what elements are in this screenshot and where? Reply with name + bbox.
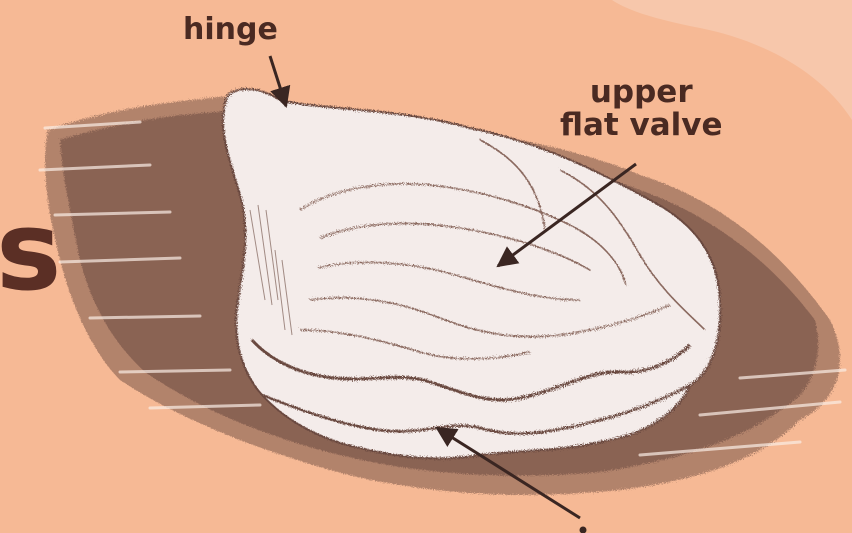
upper-valve-label-line2: flat valve <box>560 109 723 142</box>
hinge-label: hinge <box>183 14 278 46</box>
upper-flat-valve-label: upper flat valve <box>560 76 723 141</box>
upper-valve-label-line1: upper <box>560 76 723 109</box>
cropped-title-letter: s <box>0 196 61 306</box>
